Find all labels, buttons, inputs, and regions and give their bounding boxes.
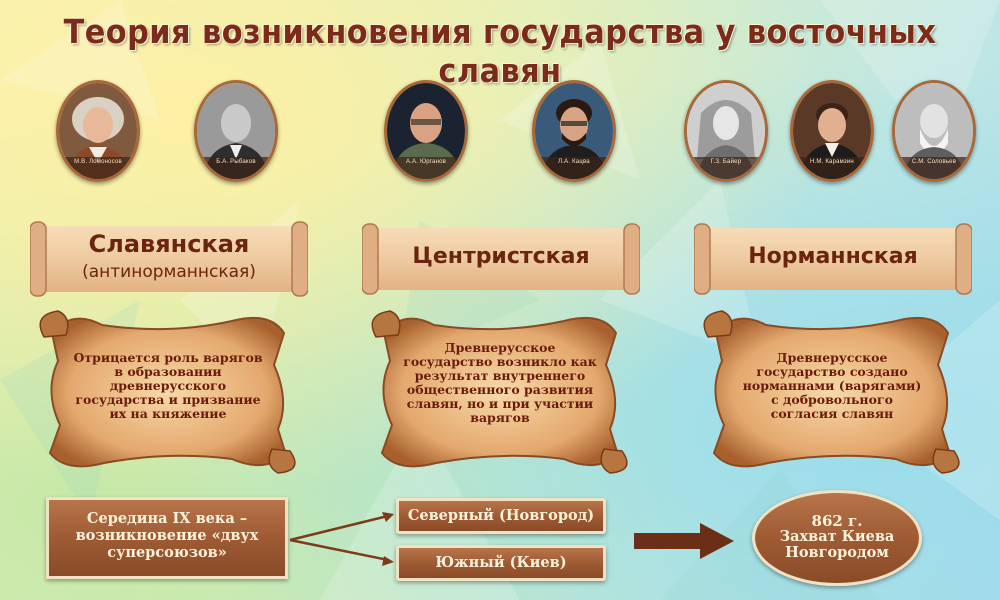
theory-title: Норманнская bbox=[748, 244, 918, 269]
portrait-caption: Б.А. Рыбаков bbox=[216, 159, 256, 165]
portrait-powdered-wig-icon bbox=[59, 83, 137, 179]
portrait-rybakov: Б.А. Рыбаков bbox=[194, 80, 278, 182]
scroll-banner-icon bbox=[362, 223, 640, 295]
page-title: Теория возникновения государства у восто… bbox=[63, 12, 937, 90]
result-oval: 862 г. Захват Киева Новгородом bbox=[752, 490, 922, 586]
theory-description-slavic: Отрицается роль варягов в образовании др… bbox=[32, 305, 304, 475]
branch-arrows-icon bbox=[289, 512, 394, 566]
branch-south-box: Южный (Киев) bbox=[396, 545, 606, 581]
portrait-yurganov: А.А. Юрганов bbox=[384, 80, 468, 182]
portrait-bearded-old-man-icon bbox=[895, 83, 973, 179]
portrait-man-glasses-beard-icon bbox=[535, 83, 613, 179]
result-text: Захват Киева Новгородом bbox=[779, 528, 895, 561]
portrait-frame bbox=[532, 80, 616, 182]
portrait-bayer: Г.З. Байер bbox=[684, 80, 768, 182]
portrait-katsva: Л.А. Кацва bbox=[532, 80, 616, 182]
result-year: 862 г. bbox=[811, 512, 863, 530]
theory-description-text: Древнерусское государство создано норман… bbox=[742, 350, 922, 421]
portrait-frame bbox=[892, 80, 976, 182]
timeline-start-box: Середина IX века – возникновение «двух с… bbox=[46, 497, 288, 579]
portrait-caption: М.В. Ломоносов bbox=[74, 159, 122, 165]
portrait-caption: Л.А. Кацва bbox=[558, 159, 590, 165]
portrait-frame bbox=[56, 80, 140, 182]
parchment-scroll-icon bbox=[39, 310, 296, 474]
scroll-banner-icon bbox=[30, 221, 308, 297]
theory-subtitle: (антинорманнская) bbox=[82, 262, 256, 282]
right-arrow-icon bbox=[634, 523, 734, 559]
theory-description-norman: Древнерусское государство создано норман… bbox=[696, 305, 968, 475]
theory-title: Славянская bbox=[88, 230, 250, 258]
branch-north-box: Северный (Новгород) bbox=[396, 498, 606, 534]
portrait-man-tailcoat-icon bbox=[793, 83, 871, 179]
portrait-lomonosov: М.В. Ломоносов bbox=[56, 80, 140, 182]
portrait-caption: Г.З. Байер bbox=[710, 159, 742, 165]
theory-description-text: Древнерусское государство возникло как р… bbox=[403, 340, 597, 425]
scroll-banner-icon bbox=[694, 223, 972, 295]
portrait-bald-man-suit-icon bbox=[197, 83, 275, 179]
theory-banner-norman: Норманнская bbox=[694, 220, 972, 298]
portrait-long-wig-icon bbox=[687, 83, 765, 179]
portrait-caption: Н.М. Карамзин bbox=[810, 159, 854, 165]
parchment-scroll-icon bbox=[703, 310, 960, 474]
theory-title: Центристская bbox=[412, 244, 590, 269]
portrait-frame bbox=[684, 80, 768, 182]
portrait-caption: А.А. Юрганов bbox=[405, 159, 447, 165]
portrait-frame bbox=[384, 80, 468, 182]
theory-description-centrist: Древнерусское государство возникло как р… bbox=[364, 305, 636, 475]
theory-description-text: Отрицается роль варягов в образовании др… bbox=[73, 350, 263, 421]
theory-banner-centrist: Центристская bbox=[362, 220, 640, 298]
portrait-bald-man-sweater-icon bbox=[387, 83, 465, 179]
portrait-frame bbox=[790, 80, 874, 182]
portrait-karamzin: Н.М. Карамзин bbox=[790, 80, 874, 182]
portrait-solovyov: С.М. Соловьев bbox=[892, 80, 976, 182]
portrait-caption: С.М. Соловьев bbox=[911, 159, 957, 165]
theory-banner-slavic: Славянская (антинорманнская) bbox=[30, 218, 308, 300]
portrait-frame bbox=[194, 80, 278, 182]
parchment-scroll-icon bbox=[371, 310, 628, 474]
